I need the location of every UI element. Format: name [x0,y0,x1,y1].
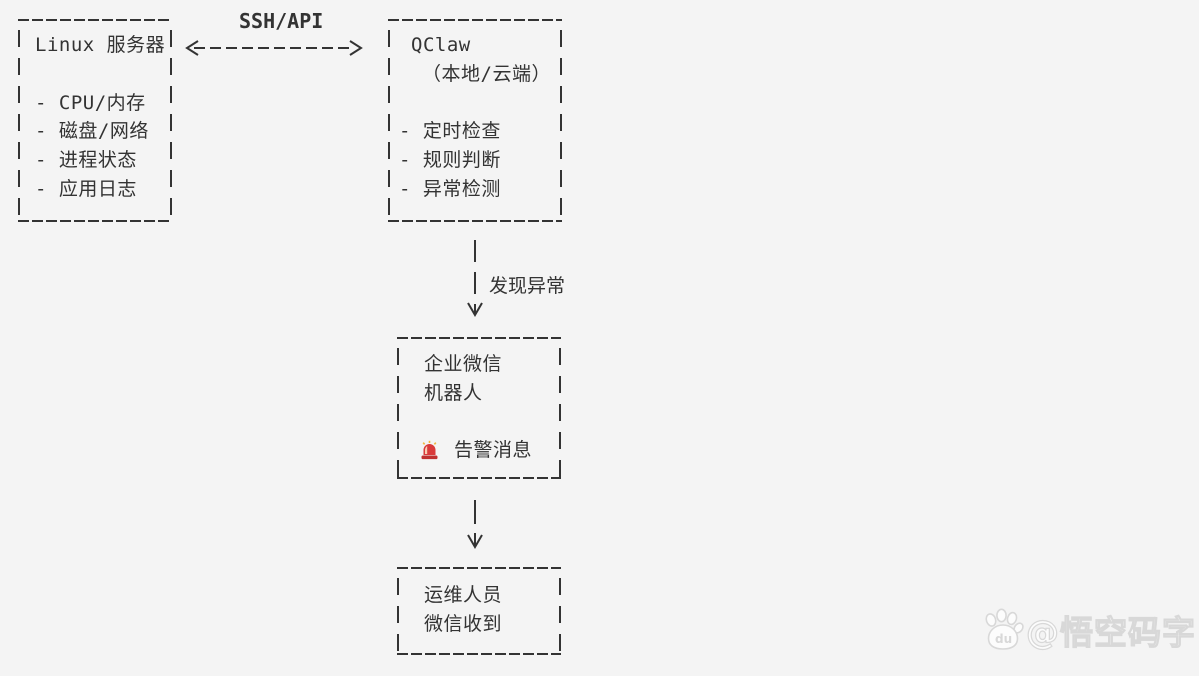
baidu-paw-icon: du [985,608,1024,650]
blank-row [18,60,172,89]
qclaw-box-item-anomaly-detection: - 异常检测 [399,177,501,200]
ops-box-line2: 微信收到 [424,612,503,635]
watermark-text: @悟空码字 [1025,612,1196,652]
alert-message-row: 告警消息 [397,436,561,465]
blank-row [397,408,561,437]
alert-message-label: 告警消息 [454,439,533,462]
ops-box-line1: 运维人员 [424,584,503,606]
linux-server-box: Linux 服务器 - CPU/内存 - 磁盘/网络 - 进程状态 - 应用日志 [18,19,172,222]
linux-box-title: Linux 服务器 [35,34,166,56]
ops-staff-box: 运维人员 微信收到 [397,567,561,655]
anomaly-found-label: 发现异常 [489,275,566,297]
notify-down-arrow [467,500,483,549]
linux-box-item-process-status: - 进程状态 [35,149,137,172]
watermark: du @悟空码字 [982,606,1196,654]
linux-box-item-app-logs: - 应用日志 [35,177,137,200]
qclaw-box-item-scheduled-check: - 定时检查 [399,120,501,143]
ssh-bidirectional-arrow [185,40,363,56]
wecom-box-line2: 机器人 [424,381,483,404]
wecom-bot-box: 企业微信 机器人 告警消息 [397,337,561,479]
blank-row [388,89,562,118]
ssh-api-label: SSH/API [239,9,324,33]
wecom-box-line1: 企业微信 [424,353,503,375]
qclaw-box-item-rule-judgement: - 规则判断 [399,149,501,172]
anomaly-found-down-arrow [467,240,483,317]
qclaw-box-title: QClaw [411,34,471,56]
qclaw-box-subtitle: （本地/云端） [422,62,551,85]
rotating-light-icon [421,441,438,460]
linux-box-item-cpu-memory: - CPU/内存 [35,91,146,114]
qclaw-box: QClaw （本地/云端） - 定时检查 - 规则判断 - 异常检测 [388,19,562,222]
svg-text:du: du [995,632,1012,646]
linux-box-item-disk-network: - 磁盘/网络 [35,120,149,143]
